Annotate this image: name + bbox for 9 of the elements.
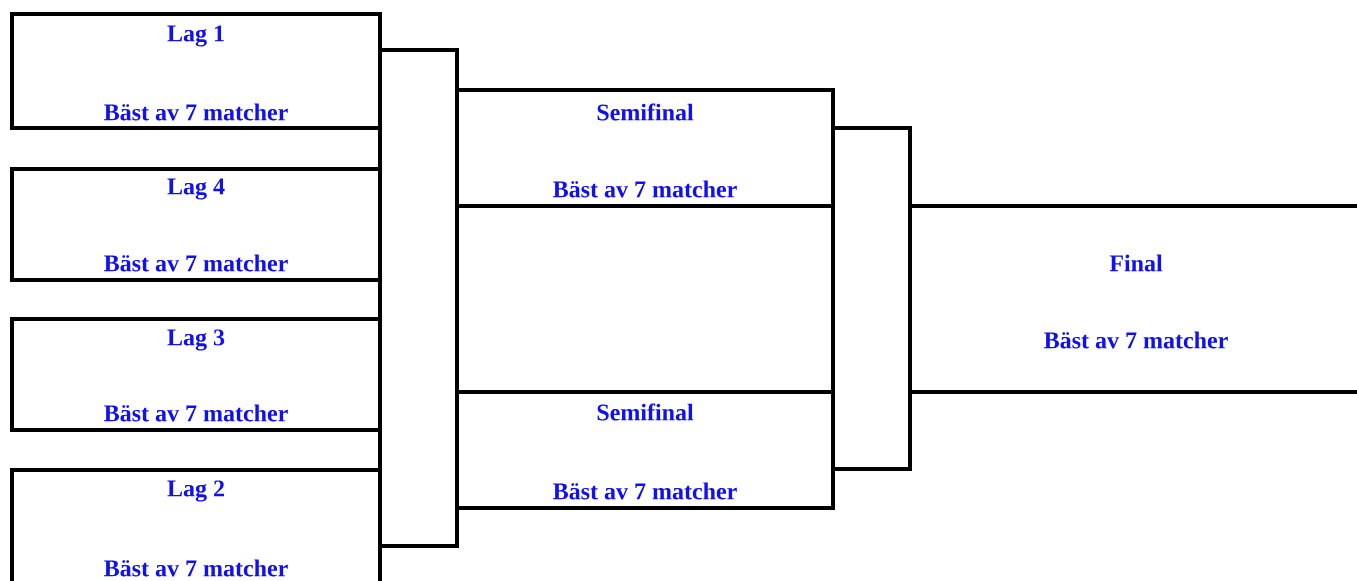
team-box: Lag 2 Bäst av 7 matcher [10, 468, 382, 581]
team-box: Lag 4 Bäst av 7 matcher [10, 167, 382, 282]
team-box: Lag 1 Bäst av 7 matcher [10, 12, 382, 130]
semifinal-box: Semifinal Bäst av 7 matcher [455, 88, 835, 208]
semifinal-box: Semifinal Bäst av 7 matcher [455, 390, 835, 510]
bracket-box [831, 126, 912, 471]
team-box: Lag 3 Bäst av 7 matcher [10, 317, 382, 432]
final-box: Final Bäst av 7 matcher [908, 204, 1357, 394]
bracket-box [378, 48, 459, 548]
